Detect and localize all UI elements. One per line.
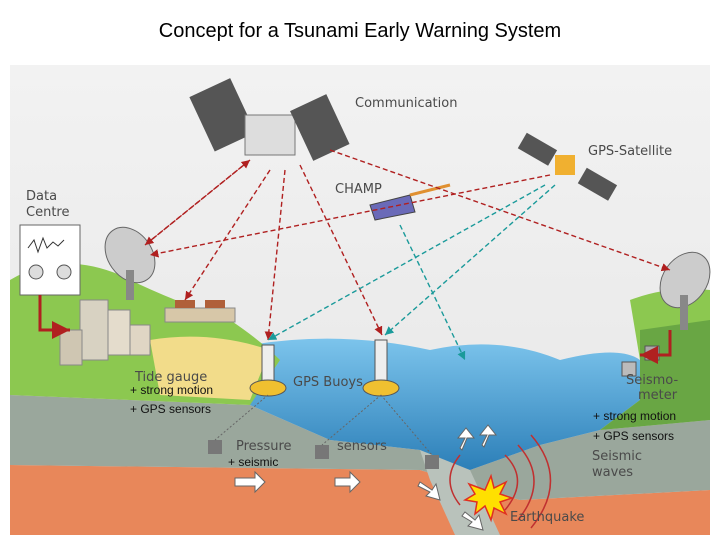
gps-buoy-icon (249, 344, 287, 397)
beach (150, 336, 270, 400)
mooring-lines (214, 394, 433, 456)
gps-buoy-icon (362, 339, 400, 397)
label-seismic-waves-line1: Seismic (592, 449, 642, 464)
communication-satellite-icon (189, 78, 350, 161)
label-seismo-extra-2: + GPS sensors (593, 429, 674, 443)
crust-layer (10, 465, 710, 535)
label-pressure: Pressure (236, 439, 292, 454)
champ-satellite-icon (369, 183, 451, 221)
label-champ: CHAMP (335, 182, 382, 197)
label-sensors: sensors (337, 439, 387, 454)
label-tide-extra-1: + strong motion (130, 383, 213, 397)
plate-motion-arrows (234, 424, 498, 531)
label-seismometer-line1: Seismo- (626, 373, 678, 388)
data-centre-icon (19, 224, 81, 296)
label-seismic-waves-line2: waves (592, 465, 633, 480)
label-tide-extra-2: + GPS sensors (130, 402, 211, 416)
hillside-right (600, 320, 710, 430)
label-tide-gauge: Tide gauge (134, 370, 207, 385)
label-pressure-extra: + seismic (228, 455, 278, 469)
city-buildings (59, 299, 236, 366)
label-earthquake: Earthquake (510, 510, 584, 525)
label-data-centre-line2: Centre (26, 205, 69, 220)
label-gps-buoys: GPS Buoys (293, 375, 363, 390)
earthquake-icon (462, 473, 515, 523)
subducting-plate (420, 450, 500, 535)
page-title: Concept for a Tsunami Early Warning Syst… (158, 20, 562, 42)
label-gps-satellite: GPS-Satellite (588, 144, 672, 159)
seismic-wave-arcs (449, 434, 552, 529)
data-link-arrow (38, 295, 70, 339)
label-communication: Communication (355, 96, 457, 111)
dish-antenna-right-icon (659, 251, 711, 330)
label-seismo-extra-1: + strong motion (593, 409, 676, 423)
seafloor (10, 395, 710, 500)
seismometer-icon (621, 361, 637, 377)
gps-links (267, 184, 556, 361)
pressure-sensor-icon (208, 440, 439, 469)
gps-satellite-icon (517, 132, 618, 201)
seismometer-link-arrow (640, 330, 672, 364)
seismometer-icon (644, 345, 660, 361)
label-data-centre-line1: Data (26, 189, 57, 204)
ocean (250, 338, 640, 470)
label-seismometer-line2: meter (638, 388, 678, 403)
